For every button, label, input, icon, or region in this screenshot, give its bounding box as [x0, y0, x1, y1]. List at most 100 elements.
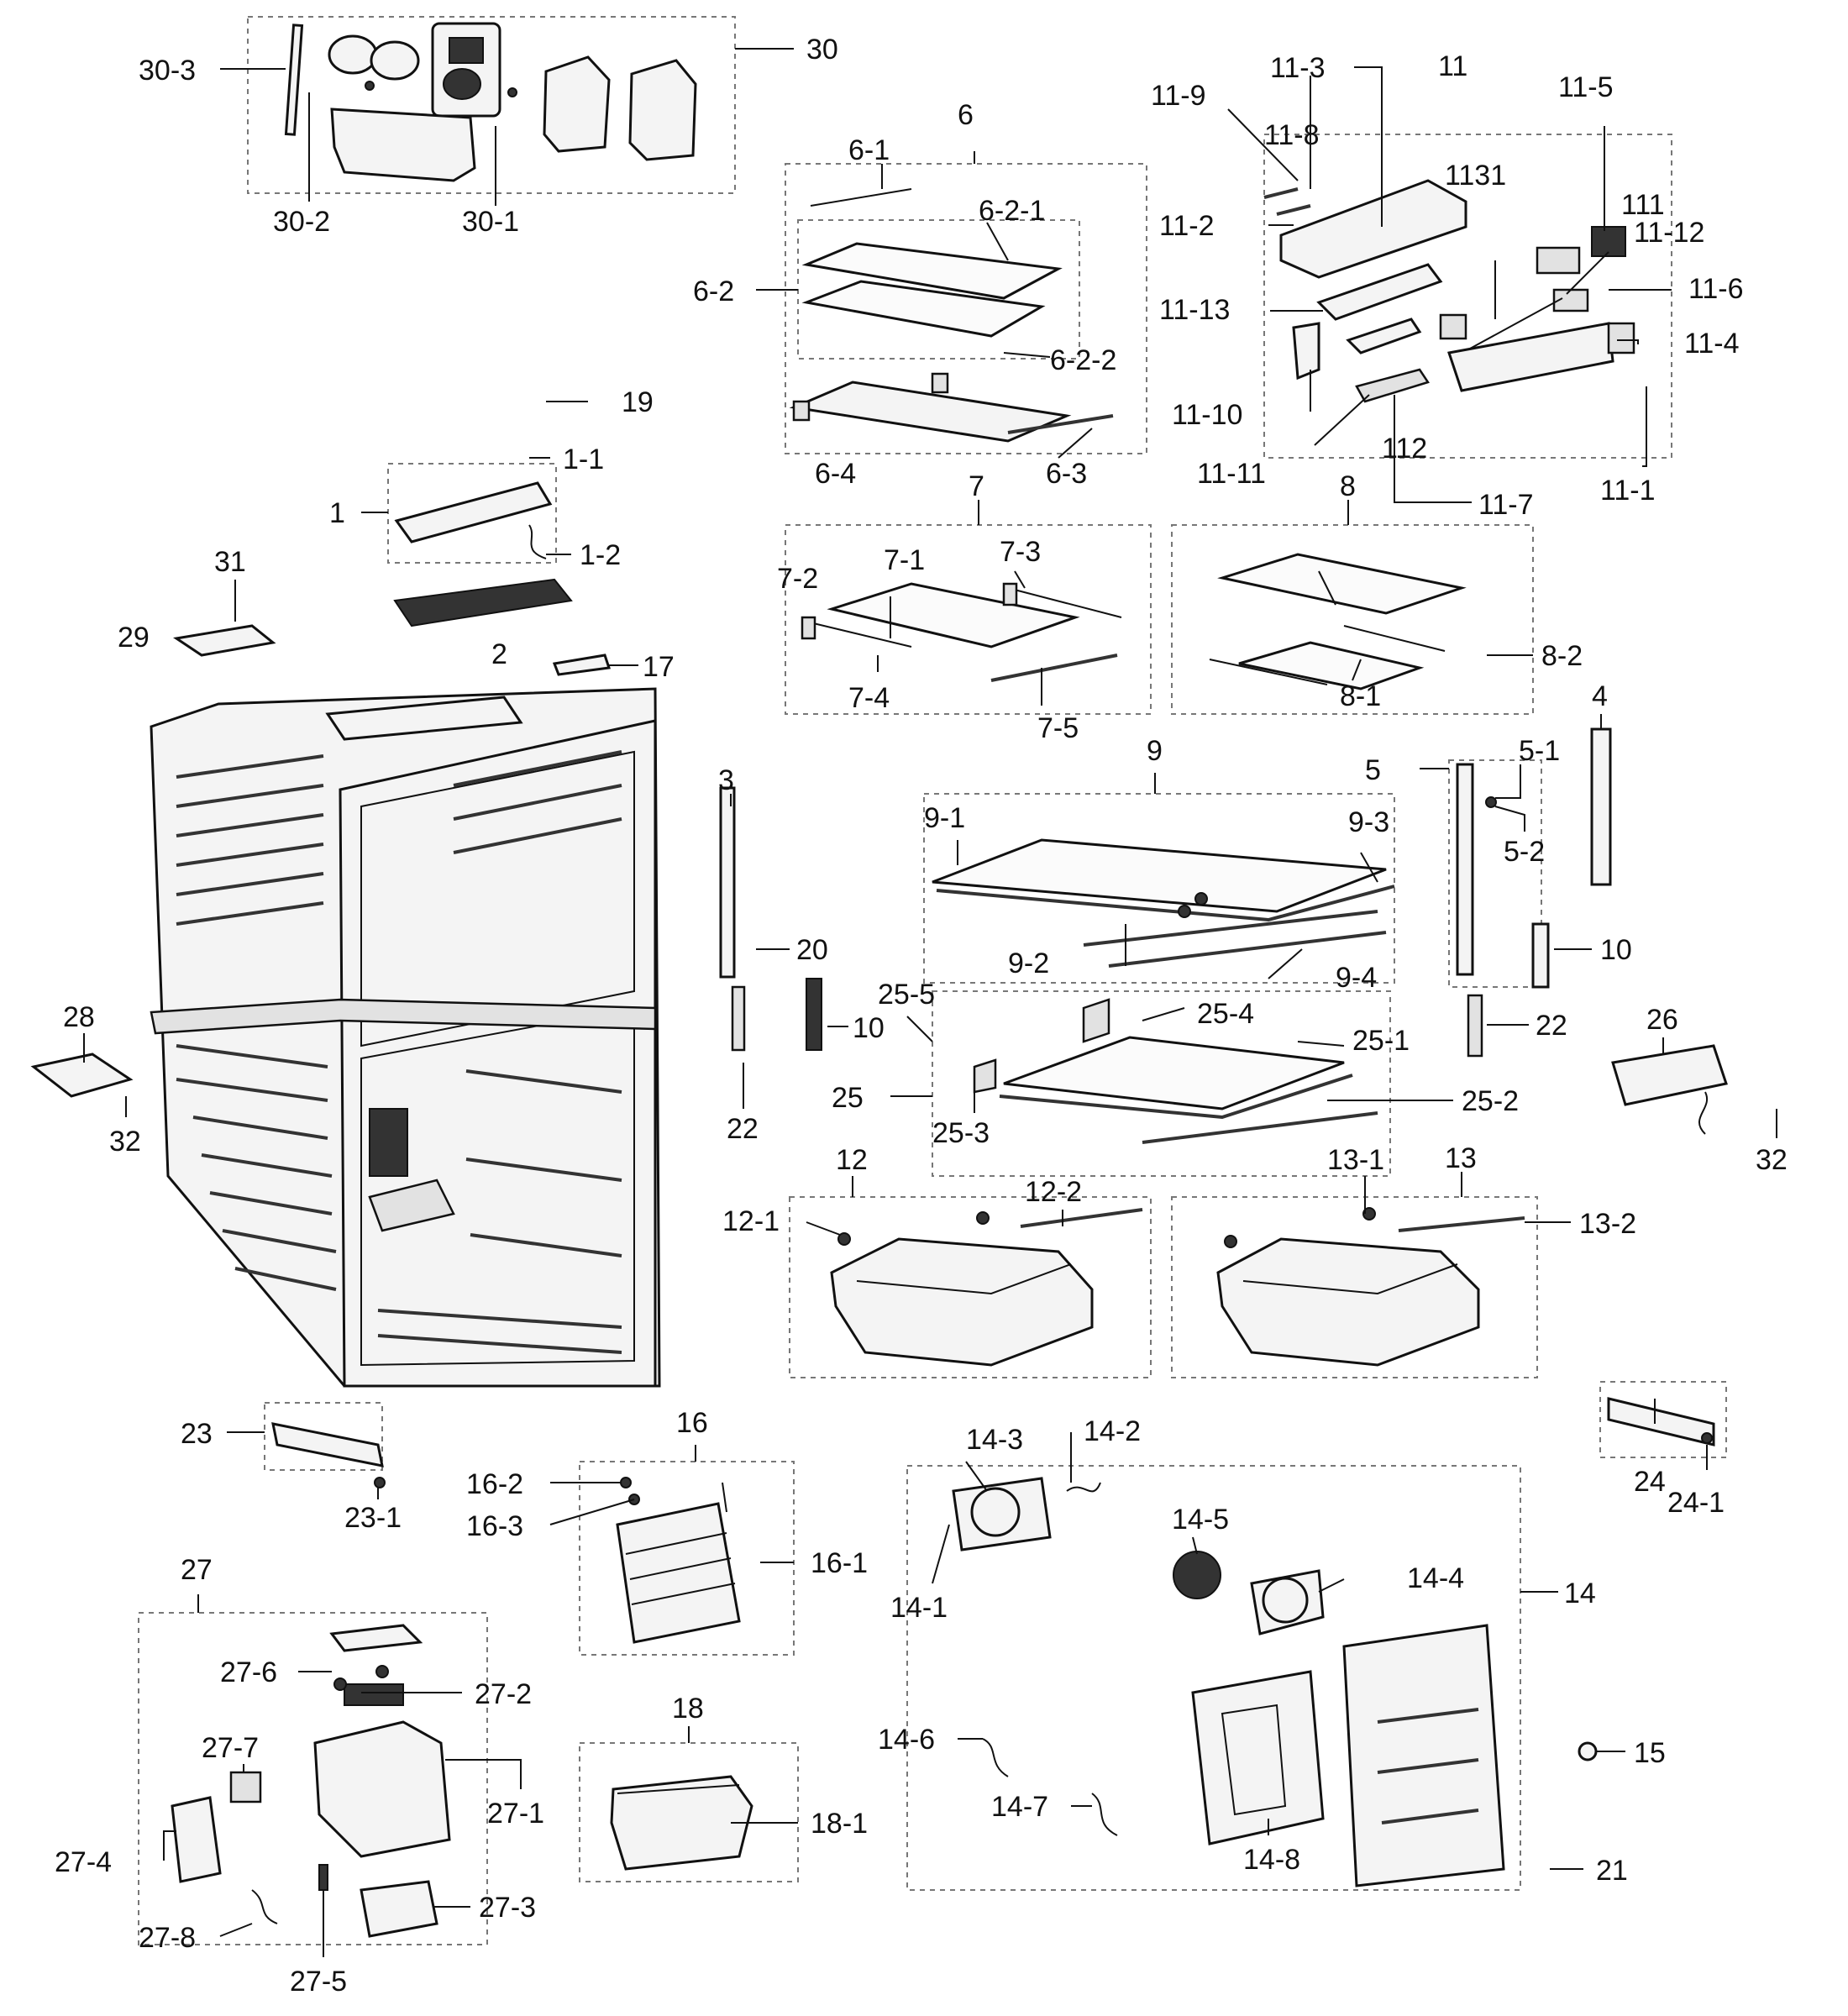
part-15 [1578, 1741, 1598, 1761]
callout-14-7: 14-7 [991, 1791, 1048, 1823]
callout-6-4: 6-4 [815, 458, 856, 490]
callout-11-2: 11-2 [1159, 210, 1215, 242]
callout-16: 16 [676, 1407, 708, 1439]
callout-13-2: 13-2 [1579, 1208, 1636, 1240]
callout-14-5: 14-5 [1172, 1504, 1229, 1536]
callout-13: 13 [1445, 1142, 1477, 1174]
callout-11-9: 11-9 [1151, 80, 1206, 112]
callout-6-1: 6-1 [848, 134, 890, 166]
box-9 [923, 793, 1395, 984]
callout-8-2: 8-2 [1541, 640, 1583, 672]
callout-28: 28 [63, 1001, 95, 1033]
callout-7-4: 7-4 [848, 682, 890, 714]
box-18 [579, 1742, 799, 1882]
callout-31: 31 [214, 546, 246, 578]
callout-23: 23 [181, 1418, 213, 1450]
callout-25-4: 25-4 [1197, 998, 1254, 1030]
callout-2: 2 [491, 638, 507, 670]
callout-25-3: 25-3 [932, 1117, 990, 1149]
callout-111: 111 [1621, 189, 1665, 221]
callout-9: 9 [1147, 735, 1163, 767]
box-24 [1599, 1381, 1727, 1458]
part-26 [1611, 1044, 1728, 1135]
part-24 [1607, 1397, 1715, 1446]
box-7 [785, 524, 1152, 715]
box-11 [1263, 134, 1672, 459]
callout-22-right: 22 [1536, 1010, 1567, 1042]
box-5 [1448, 759, 1542, 988]
callout-1: 1 [329, 497, 345, 529]
callout-7: 7 [969, 470, 984, 502]
rear-panel-14 [952, 1477, 1505, 1887]
callout-1-1: 1-1 [563, 444, 604, 475]
control-assembly-11 [1263, 179, 1635, 403]
callout-6: 6 [958, 99, 974, 131]
callout-9-4: 9-4 [1336, 962, 1377, 994]
callout-17: 17 [643, 651, 675, 683]
callout-16-2: 16-2 [466, 1468, 523, 1500]
shelf-9 [932, 838, 1395, 968]
callout-11-12: 11-12 [1634, 217, 1704, 249]
callout-22-left: 22 [727, 1113, 759, 1145]
callout-14-1: 14-1 [890, 1592, 948, 1624]
callout-11-5: 11-5 [1558, 71, 1614, 103]
callout-27-1: 27-1 [487, 1798, 544, 1830]
evaporator-16 [616, 1477, 741, 1644]
leader-lines [83, 48, 1777, 1957]
callout-27-8: 27-8 [139, 1922, 196, 1954]
parts-art [30, 22, 1728, 1938]
callout-14-6: 14-6 [878, 1724, 935, 1756]
callout-4: 4 [1592, 680, 1608, 712]
callout-11-4: 11-4 [1684, 328, 1740, 360]
shelf-25 [973, 998, 1378, 1144]
callout-27-5: 27-5 [290, 1966, 347, 1998]
callout-11-7: 11-7 [1478, 489, 1534, 521]
callout-5-1: 5-1 [1519, 735, 1560, 767]
callout-11-13: 11-13 [1159, 294, 1230, 326]
callout-25-1: 25-1 [1352, 1025, 1410, 1057]
bin-18 [610, 1775, 753, 1871]
callout-21: 21 [1596, 1855, 1628, 1887]
callout-25-5: 25-5 [878, 979, 935, 1011]
box-27 [138, 1612, 488, 1945]
callout-32-right: 32 [1756, 1144, 1788, 1176]
shelf-7 [801, 582, 1122, 682]
callout-30: 30 [806, 34, 838, 66]
callout-7-2: 7-2 [777, 563, 818, 595]
callout-30-2: 30-2 [273, 206, 330, 238]
callout-5-2: 5-2 [1504, 836, 1545, 868]
callout-11-6: 11-6 [1688, 273, 1744, 305]
callout-30-3: 30-3 [139, 55, 196, 87]
cabinet-side-ribs [176, 750, 622, 1354]
callout-1-2: 1-2 [580, 539, 621, 571]
box-16 [579, 1461, 795, 1656]
part-23 [271, 1422, 386, 1488]
callout-25: 25 [832, 1082, 864, 1114]
callout-3: 3 [718, 764, 734, 796]
callout-6-2-2: 6-2-2 [1050, 344, 1116, 376]
callout-12-1: 12-1 [722, 1205, 780, 1237]
rails-left [719, 786, 822, 1052]
callout-12: 12 [836, 1144, 868, 1176]
box-30 [247, 16, 736, 194]
callout-labels: 30-3 30 30-2 30-1 6 6-1 6-2-1 6-2 6-2-2 … [55, 34, 1788, 1998]
group-boxes [138, 16, 1727, 1945]
callout-112: 112 [1382, 433, 1427, 465]
callout-7-5: 7-5 [1037, 712, 1079, 744]
callout-11-8: 11-8 [1264, 119, 1320, 151]
callout-14: 14 [1564, 1578, 1596, 1609]
callout-14-3: 14-3 [966, 1424, 1023, 1456]
shelf-8 [1209, 553, 1467, 690]
callout-19: 19 [622, 386, 654, 418]
box-8 [1171, 524, 1534, 715]
assembly-27 [171, 1624, 451, 1938]
box-14 [906, 1465, 1521, 1891]
callout-30-1: 30-1 [462, 206, 519, 238]
callout-14-2: 14-2 [1084, 1415, 1141, 1447]
callout-11-10: 11-10 [1172, 399, 1242, 431]
box-25 [932, 990, 1391, 1177]
callout-27-2: 27-2 [475, 1678, 532, 1710]
callout-6-2: 6-2 [693, 276, 734, 307]
callout-18: 18 [672, 1693, 704, 1725]
callout-11: 11 [1438, 50, 1467, 82]
